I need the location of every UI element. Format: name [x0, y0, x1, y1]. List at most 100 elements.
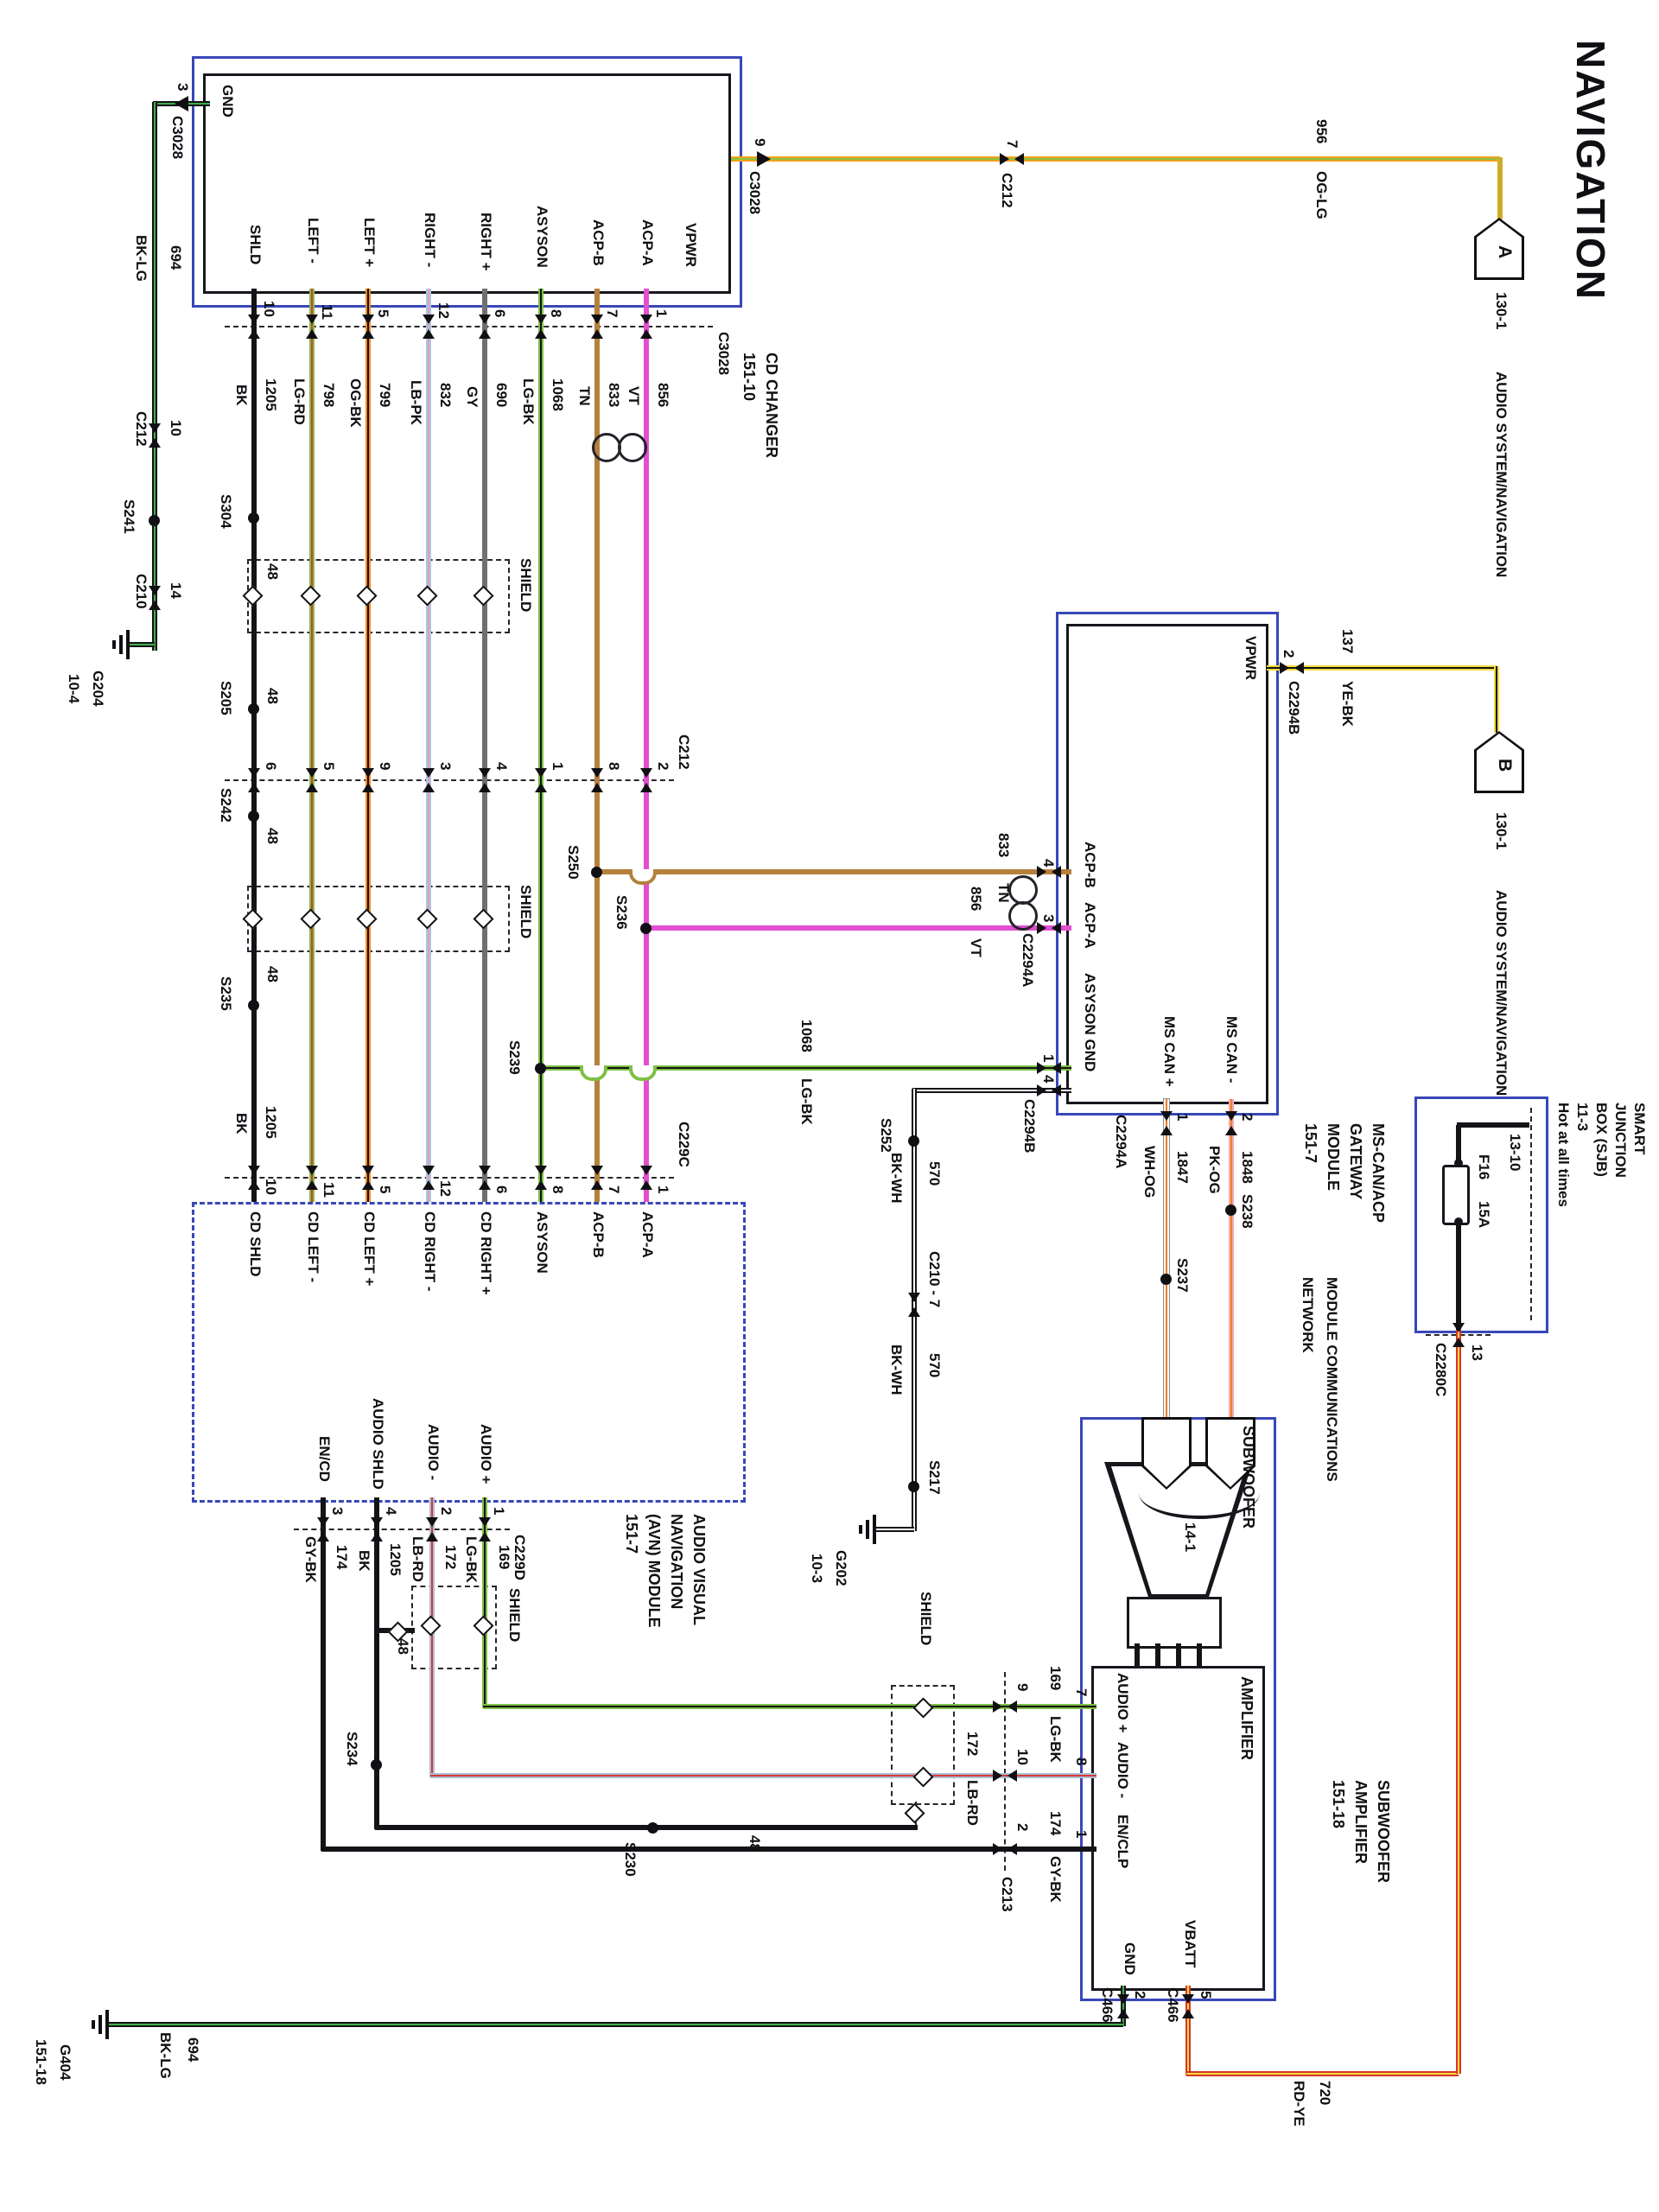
amp-pin-7: 7 [1073, 1688, 1090, 1697]
c3028-n10: 10 [261, 301, 277, 317]
avn-pin-audiom: AUDIO - [425, 1424, 442, 1481]
w1848-pin: 2 [1239, 1113, 1255, 1122]
c3028-n1: 1 [653, 309, 670, 318]
gw-name-2: GATEWAY [1347, 1123, 1364, 1200]
wire-137-h [1494, 666, 1499, 733]
gw-mscan-p: MS CAN + [1161, 1016, 1178, 1087]
c3028-n6: 6 [492, 309, 508, 318]
wire-174-h [321, 1497, 326, 1851]
ground-symbol-2-bar0 [105, 2010, 109, 2039]
c229c-n11: 11 [321, 1182, 337, 1198]
wire-956-v [731, 156, 1500, 162]
w956-c212-pin: 7 [1004, 140, 1020, 149]
shield48-5: 48 [395, 1638, 411, 1655]
amp-enclp: EN/CLP [1115, 1815, 1131, 1869]
wire-1068-riser [539, 1065, 1071, 1071]
conn-tick-35b [1037, 1084, 1046, 1096]
wire-174-v [321, 1847, 1096, 1852]
conn-tick-42 [1052, 1062, 1061, 1074]
avn-pin-audiop: AUDIO + [478, 1424, 494, 1484]
w169a-num: 169 [496, 1545, 512, 1570]
conn-tick-32 [149, 423, 161, 433]
wire-sjb-feed [1456, 1125, 1461, 1166]
w172c-col: LB-RD [964, 1780, 981, 1826]
conn-tick-32b [149, 438, 161, 448]
conn-tick-5 [362, 315, 374, 324]
twist-loop-1-1 [1008, 901, 1038, 931]
conn-tick-7b [248, 329, 260, 339]
conn-tick-9 [591, 768, 603, 778]
c229c-n1: 1 [655, 1185, 671, 1194]
gw-c2294a-2: C2294A [1113, 1115, 1129, 1169]
gw-name-4: 151-7 [1302, 1123, 1319, 1164]
conn-tick-16 [640, 1166, 652, 1175]
gw-mscan-m: MS CAN - [1224, 1016, 1240, 1084]
c212-n6: 6 [263, 762, 279, 771]
w570-col-1: BK-WH [888, 1153, 905, 1204]
w174a-col: GY-BK [302, 1536, 319, 1583]
conn-tick-24b [479, 1532, 491, 1541]
s239-label: S239 [506, 1040, 523, 1075]
amp-pin-8: 8 [1073, 1758, 1090, 1766]
w1205c-col: BK [356, 1550, 372, 1572]
amp-pin-1: 1 [1073, 1830, 1090, 1839]
splice-S250-dot [591, 867, 602, 878]
conn-tick-13 [362, 768, 374, 778]
avn-name-3: (AVN) MODULE [645, 1514, 663, 1628]
conn-tick-8b [640, 783, 652, 792]
amp-audiop: AUDIO + [1115, 1673, 1131, 1733]
shield-label-b: SHIELD [918, 1592, 934, 1646]
w174a-num: 174 [334, 1545, 350, 1570]
c213-label: C213 [999, 1877, 1015, 1912]
conn-tick-41 [1052, 922, 1061, 934]
shield-label-a: SHIELD [506, 1588, 523, 1643]
amp-vbatt: VBATT [1182, 1920, 1198, 1968]
conn-tick-31b [1000, 153, 1009, 165]
w169a-col: LG-BK [463, 1536, 480, 1583]
conn-tick-42b [1037, 1062, 1046, 1074]
shield-label-1: SHIELD [518, 558, 534, 613]
c229c-n7: 7 [606, 1185, 622, 1194]
conn-tick-40 [1052, 866, 1061, 878]
conn-tick-29b [993, 1770, 1002, 1782]
conn-tick-40b [1037, 866, 1046, 878]
conn-tick-26 [371, 1517, 383, 1527]
network-ref: 14-1 [1182, 1522, 1198, 1553]
conn-tick-37 [1182, 1994, 1194, 2004]
gw-acpa: ACP-A [1082, 902, 1098, 949]
c229d-label: C229D [512, 1535, 528, 1580]
wire-833-riser [595, 869, 1071, 874]
w1068r-num: 1068 [798, 1020, 815, 1052]
w1068r-col: LG-BK [798, 1078, 815, 1125]
w856-num: 856 [655, 383, 671, 408]
g404-label: G404 [57, 2044, 73, 2081]
w1205c-num: 1205 [387, 1543, 404, 1576]
w956-pin: 9 [752, 138, 768, 147]
wire-799-bus [365, 289, 371, 1202]
w169c-num: 169 [1047, 1666, 1064, 1691]
conn-tick-4b [423, 329, 435, 339]
arrow-c3028-vpwr [757, 151, 771, 167]
arrow-c3028-gnd [175, 96, 188, 111]
avn-pin-cdlm: CD LEFT - [305, 1211, 321, 1283]
conn-tick-10b [535, 783, 547, 792]
w137-col: YE-BK [1339, 681, 1356, 727]
splice-S239-dot [535, 1063, 546, 1074]
c3028-n7: 7 [604, 309, 620, 318]
wire-570-v [912, 1088, 1071, 1093]
ground-symbol-0-bar1 [119, 635, 123, 654]
conn-tick-30 [1007, 1843, 1017, 1855]
w174c-num: 174 [1047, 1811, 1064, 1836]
w174c-col: GY-BK [1047, 1856, 1064, 1903]
avn-name-1: AUDIO VISUAL [690, 1514, 708, 1626]
conn-tick-3b [479, 329, 491, 339]
conn-tick-15b [248, 783, 260, 792]
w833-col: TN [576, 386, 593, 406]
c229c-n12: 12 [437, 1180, 454, 1197]
w690-num: 690 [493, 383, 510, 408]
conn-c229d-line [294, 1529, 510, 1530]
avn-pin-cdshld: CD SHLD [247, 1211, 264, 1277]
w694a-c212-pin: 10 [168, 420, 184, 436]
c3028-n8: 8 [548, 309, 564, 318]
w1205b-col: BK [233, 1113, 250, 1135]
